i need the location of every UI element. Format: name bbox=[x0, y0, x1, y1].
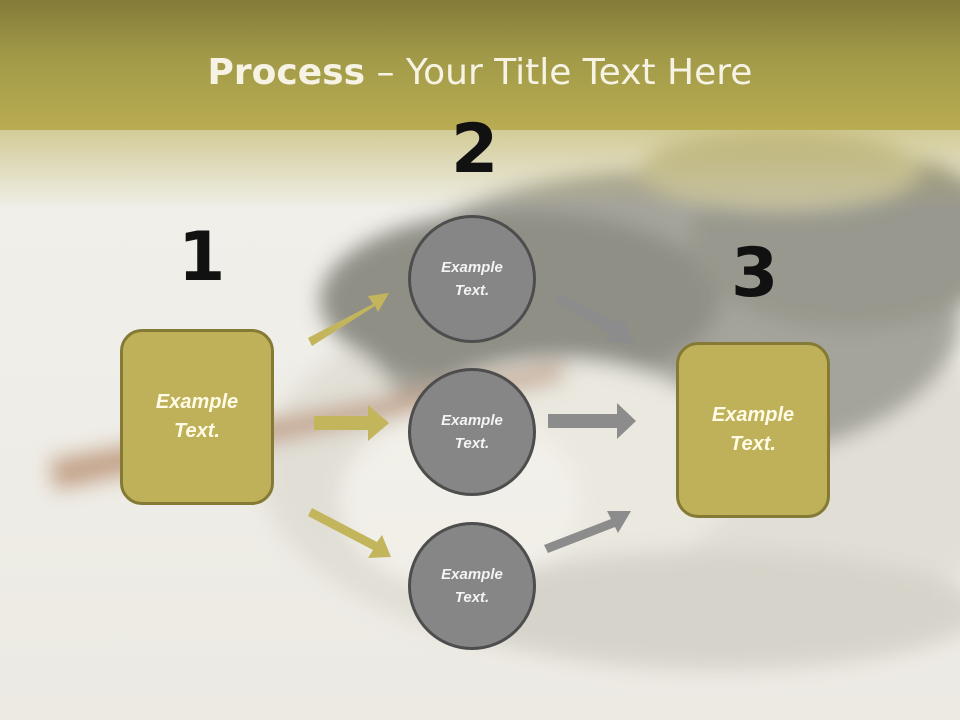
arrow-gray-down bbox=[554, 293, 636, 344]
step-number-2: 2 bbox=[451, 110, 499, 189]
circle-middle-line2: Text. bbox=[454, 435, 490, 452]
box-right-line1: Example bbox=[711, 404, 795, 426]
title-bold: Process bbox=[207, 52, 366, 93]
slide-title: Process – Your Title Text Here bbox=[0, 52, 960, 93]
arrow-gold-mid bbox=[314, 405, 389, 441]
step-number-3: 3 bbox=[731, 234, 779, 313]
arrow-gold-up bbox=[308, 293, 389, 346]
title-band-fade bbox=[0, 130, 960, 210]
box-right-line2: Text. bbox=[730, 433, 776, 455]
arrow-gray-up bbox=[544, 511, 631, 553]
circle-bottom-line1: Example bbox=[441, 566, 503, 583]
circle-middle-line1: Example bbox=[441, 412, 503, 429]
arrow-gold-down bbox=[308, 508, 391, 558]
box-left-line2: Text. bbox=[174, 420, 220, 442]
circle-top-line1: Example bbox=[441, 259, 503, 276]
title-band bbox=[0, 0, 960, 130]
step-number-1: 1 bbox=[178, 218, 226, 297]
box-left-line1: Example bbox=[155, 391, 239, 413]
circle-bottom-line2: Text. bbox=[454, 589, 490, 606]
arrow-gray-mid bbox=[548, 403, 636, 439]
circle-top-line2: Text. bbox=[454, 282, 490, 299]
title-rest: – Your Title Text Here bbox=[365, 52, 753, 93]
